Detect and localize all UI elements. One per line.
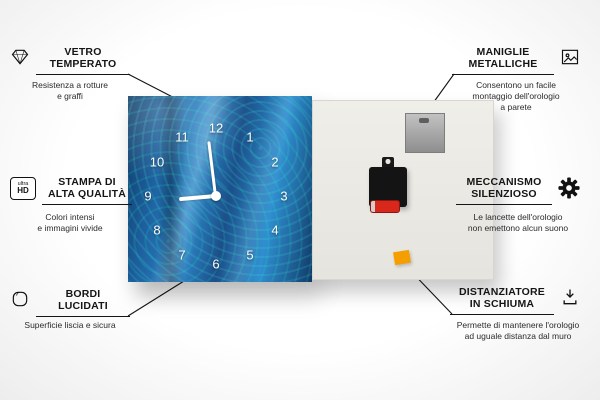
callout-vetro-temperato: VETRO TEMPERATO: [10, 46, 130, 75]
clock-number: 2: [271, 154, 279, 170]
callout-maniglie-metalliche: MANIGLIE METALLICHE: [452, 46, 580, 75]
clock-number: 6: [212, 256, 220, 272]
clock-number: 10: [149, 154, 165, 170]
ultra-hd-label-bottom: HD: [17, 186, 29, 196]
callout-title: VETRO TEMPERATO: [36, 46, 130, 75]
gear-icon: [558, 177, 580, 204]
down-arrow-icon: [560, 287, 580, 312]
clock-number: 1: [246, 129, 254, 145]
rounded-corner-icon: [10, 289, 30, 314]
ultra-hd-icon: ultra HD: [10, 177, 36, 200]
callout-title: MANIGLIE METALLICHE: [452, 46, 554, 75]
clock-number: 8: [153, 222, 161, 238]
callout-title: MECCANISMO SILENZIOSO: [456, 176, 552, 205]
callout-stampa-alta-qualita: ultra HD STAMPA DI ALTA QUALITÀ: [10, 176, 132, 205]
clock-number: 4: [271, 222, 279, 238]
ultra-hd-label-top: ultra: [17, 180, 29, 187]
foam-spacer: [393, 249, 411, 266]
callout-title: STAMPA DI ALTA QUALITÀ: [42, 176, 132, 205]
callout-subtitle: Superficie liscia e sicura: [24, 320, 116, 330]
clock-number: 5: [246, 247, 254, 263]
callout-subtitle: Resistenza a rotture e graffi: [31, 80, 109, 102]
clock-front-panel: 12 1 2 3 4 5 6 7 8 9 10 11: [128, 96, 312, 282]
minute-hand: [207, 141, 217, 197]
clock-number: 12: [208, 120, 224, 136]
callout-meccanismo-silenzioso: MECCANISMO SILENZIOSO: [456, 176, 580, 205]
battery: [370, 200, 400, 213]
callout-bordi-lucidati: BORDI LUCIDATI: [10, 288, 130, 317]
clock-center-cap: [211, 191, 221, 201]
callout-distanziatore-schiuma: DISTANZIATORE IN SCHIUMA: [450, 286, 580, 315]
handle-slot: [419, 118, 429, 123]
callout-line: [127, 275, 193, 317]
metal-handle-plate: [405, 113, 445, 153]
clock-back-panel: [312, 100, 494, 280]
clock-number: 11: [175, 129, 189, 145]
callout-title: DISTANZIATORE IN SCHIUMA: [450, 286, 554, 315]
diamond-icon: [10, 47, 30, 72]
clock-number: 9: [144, 188, 152, 204]
callout-subtitle: Consentono un facile montaggio dell'orol…: [472, 80, 560, 113]
callout-subtitle: Le lancette dell'orologio non emettono a…: [467, 212, 569, 234]
callout-title: BORDI LUCIDATI: [36, 288, 130, 317]
clock-number: 7: [178, 247, 186, 263]
clock-number: 3: [280, 188, 288, 204]
callout-subtitle: Colori intensi e immagini vivide: [37, 212, 103, 234]
picture-frame-icon: [560, 47, 580, 72]
hanger-hook: [382, 157, 394, 167]
callout-subtitle: Permette di mantenere l'orologio ad ugua…: [456, 320, 580, 342]
